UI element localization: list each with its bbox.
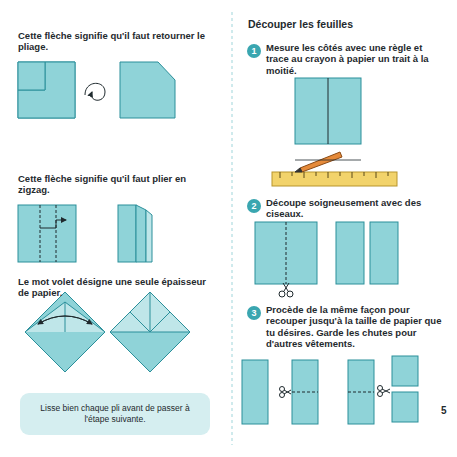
tip-box: Lisse bien chaque pli avant de passer à …: [20, 393, 210, 435]
legend-note: Cette flèche signifie qu'il faut retourn…: [18, 30, 208, 53]
page-number: 5: [441, 405, 453, 417]
box-text: 2: [251, 201, 256, 211]
step-number: 3: [247, 306, 261, 320]
legend-note: Cette flèche signifie qu'il faut plier e…: [18, 173, 218, 196]
step-text: Mesure les côtés avec une règle et trace…: [266, 42, 446, 76]
section-title: Découper les feuilles: [248, 18, 353, 30]
step-text: Découpe soigneusement avec des ciseaux.: [266, 197, 446, 220]
box-text: 3: [251, 308, 256, 318]
legend-note: Le mot volet désigne une seule épaisseur…: [18, 276, 218, 299]
step-number: 1: [247, 44, 261, 58]
box-text: 1: [251, 46, 256, 56]
step-text: Procède de la même façon pour recouper j…: [266, 304, 446, 350]
step-number: 2: [247, 199, 261, 213]
box-text: Lisse bien chaque pli avant de passer à …: [30, 403, 200, 424]
